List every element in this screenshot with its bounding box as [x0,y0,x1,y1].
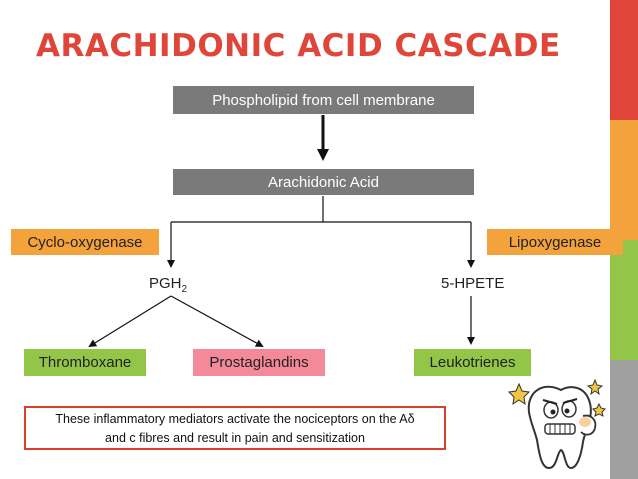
prostaglandins-node: Prostaglandins [193,349,325,376]
pgh2-subscript: 2 [181,284,188,295]
star-icon [586,378,604,396]
accent-bar-gray [610,360,638,479]
lipoxygenase-node: Lipoxygenase [487,229,623,255]
arrow-to-prostaglandins [170,295,264,347]
arrow-to-thromboxane [88,295,172,348]
accent-bar-green [610,240,638,360]
inflammation-note: These inflammatory mediators activate th… [24,406,446,450]
thromboxane-node: Thromboxane [24,349,146,376]
star-icon [507,382,531,406]
slide-title: ARACHIDONIC ACID CASCADE [36,28,561,64]
pgh2-label: PGH2 [149,275,187,295]
accent-bar-red [610,0,638,120]
note-line-2: and c fibres and result in pain and sens… [105,431,365,445]
cyclooxygenase-node: Cyclo-oxygenase [11,229,159,255]
tooth-pain-illustration [507,378,606,470]
arachidonic-acid-node: Arachidonic Acid [173,169,474,195]
accent-bar-orange [610,120,638,240]
phospholipid-node: Phospholipid from cell membrane [173,86,474,114]
star-icon [592,402,606,417]
hpete-label: 5-HPETE [441,275,505,292]
note-line-1: These inflammatory mediators activate th… [55,412,415,426]
leukotrienes-node: Leukotrienes [414,349,531,376]
pgh2-base: PGH [149,275,182,292]
